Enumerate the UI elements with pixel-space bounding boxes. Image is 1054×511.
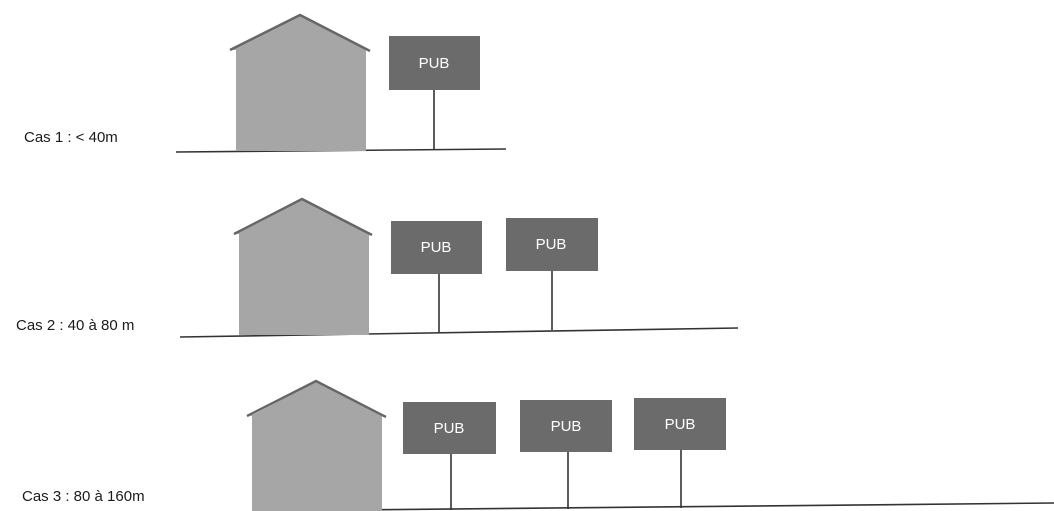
case-2-house-gable [236, 200, 371, 234]
case-1-sign-1-board [389, 36, 480, 90]
case-3-house-gable [250, 382, 384, 416]
case-3-ground-line [253, 502, 1054, 511]
case-3-sign-3-label: PUB [665, 416, 696, 433]
case-2-sign-1-label: PUB [421, 239, 452, 256]
case-3-sign-1-label: PUB [434, 420, 465, 437]
case-1-label: Cas 1 : < 40m [24, 129, 118, 146]
case-3-sign-2: PUB [520, 400, 612, 509]
case-2-sign-2-board [506, 218, 598, 271]
case-2-sign-2-label: PUB [536, 236, 567, 253]
case-3-sign-1: PUB [403, 402, 496, 510]
case-2-house-roof [233, 197, 373, 237]
case-3-house-body [252, 416, 382, 511]
case-3-sign-3: PUB [634, 398, 726, 508]
case-2-house [233, 197, 373, 335]
case-2-sign-1-board [391, 221, 482, 274]
case-2-sign-1: PUB [391, 221, 482, 332]
case-2-label: Cas 2 : 40 à 80 m [16, 317, 134, 334]
case-2: Cas 2 : 40 à 80 m PUB PUB [16, 197, 739, 338]
case-1-house-gable [232, 16, 370, 50]
case-3: Cas 3 : 80 à 160m PUB PUB PUB [22, 379, 1054, 511]
case-1-sign-1-label: PUB [419, 55, 450, 72]
case-3-house [246, 379, 387, 511]
case-1: Cas 1 : < 40m PUB [24, 13, 507, 153]
case-1-sign-1: PUB [389, 36, 480, 149]
case-3-sign-3-board [634, 398, 726, 450]
case-2-ground-line [179, 327, 739, 338]
case-3-sign-2-label: PUB [551, 418, 582, 435]
case-3-label: Cas 3 : 80 à 160m [22, 488, 145, 505]
case-1-house-body [236, 50, 366, 151]
case-3-sign-2-board [520, 400, 612, 452]
case-2-house-body [239, 234, 369, 335]
case-3-sign-1-board [403, 402, 496, 454]
case-1-house [229, 13, 371, 151]
case-1-house-roof [229, 13, 371, 53]
case-2-sign-2: PUB [506, 218, 598, 330]
case-3-house-roof [246, 379, 387, 419]
